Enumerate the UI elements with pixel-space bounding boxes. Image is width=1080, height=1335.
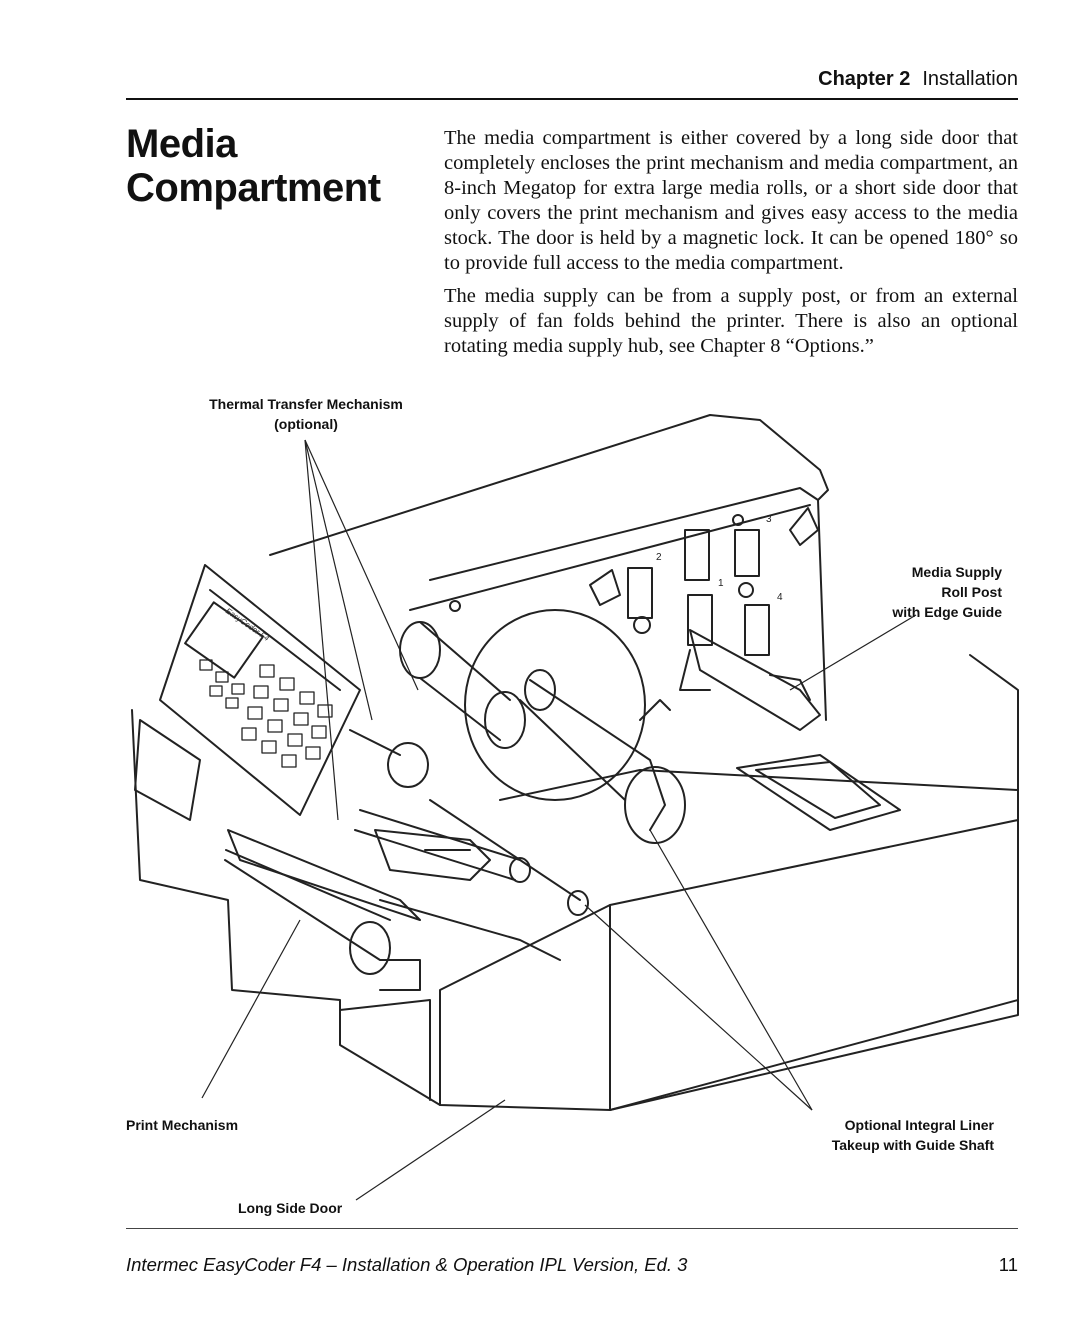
- part-number-2: 2: [656, 552, 662, 563]
- callout-thermal-transfer: Thermal Transfer Mechanism (optional): [196, 394, 416, 434]
- callout-liner-line-2: Takeup with Guide Shaft: [831, 1137, 994, 1153]
- callout-media-line-1: Media Supply: [911, 564, 1002, 580]
- page-title: Media Compartment: [126, 122, 426, 210]
- callout-thermal-line-2: (optional): [274, 416, 338, 432]
- callout-long-side-door: Long Side Door: [238, 1200, 343, 1216]
- part-number-1: 1: [718, 578, 724, 589]
- part-number-4: 4: [777, 592, 783, 603]
- printer-illustration: 2 1 3 4 EasyCoder F4: [131, 414, 1019, 1201]
- callout-thermal-line-1: Thermal Transfer Mechanism: [209, 396, 403, 412]
- callout-media-line-3: with Edge Guide: [892, 604, 1002, 620]
- title-line-2: Compartment: [126, 166, 381, 210]
- chapter-header: Chapter 2 Installation: [126, 68, 1018, 91]
- chapter-label: Chapter 2: [818, 68, 911, 90]
- header-rule: [126, 98, 1018, 100]
- callout-liner-takeup: Optional Integral Liner Takeup with Guid…: [818, 1115, 994, 1155]
- page-number: 11: [998, 1254, 1018, 1275]
- part-number-3: 3: [766, 514, 772, 525]
- callout-print-mechanism: Print Mechanism: [126, 1117, 239, 1133]
- callout-liner-line-1: Optional Integral Liner: [844, 1117, 994, 1133]
- callout-media-line-2: Roll Post: [941, 584, 1002, 600]
- section-label: Installation: [922, 68, 1018, 90]
- body-paragraph-2: The media supply can be from a supply po…: [444, 285, 1018, 357]
- body-paragraph-1: The media compartment is either covered …: [444, 127, 1018, 274]
- footer-rule: [126, 1228, 1018, 1229]
- title-line-1: Media: [126, 122, 237, 166]
- callout-media-supply: Media Supply Roll Post with Edge Guide: [850, 562, 1002, 622]
- footer-title: Intermec EasyCoder F4 – Installation & O…: [126, 1254, 688, 1275]
